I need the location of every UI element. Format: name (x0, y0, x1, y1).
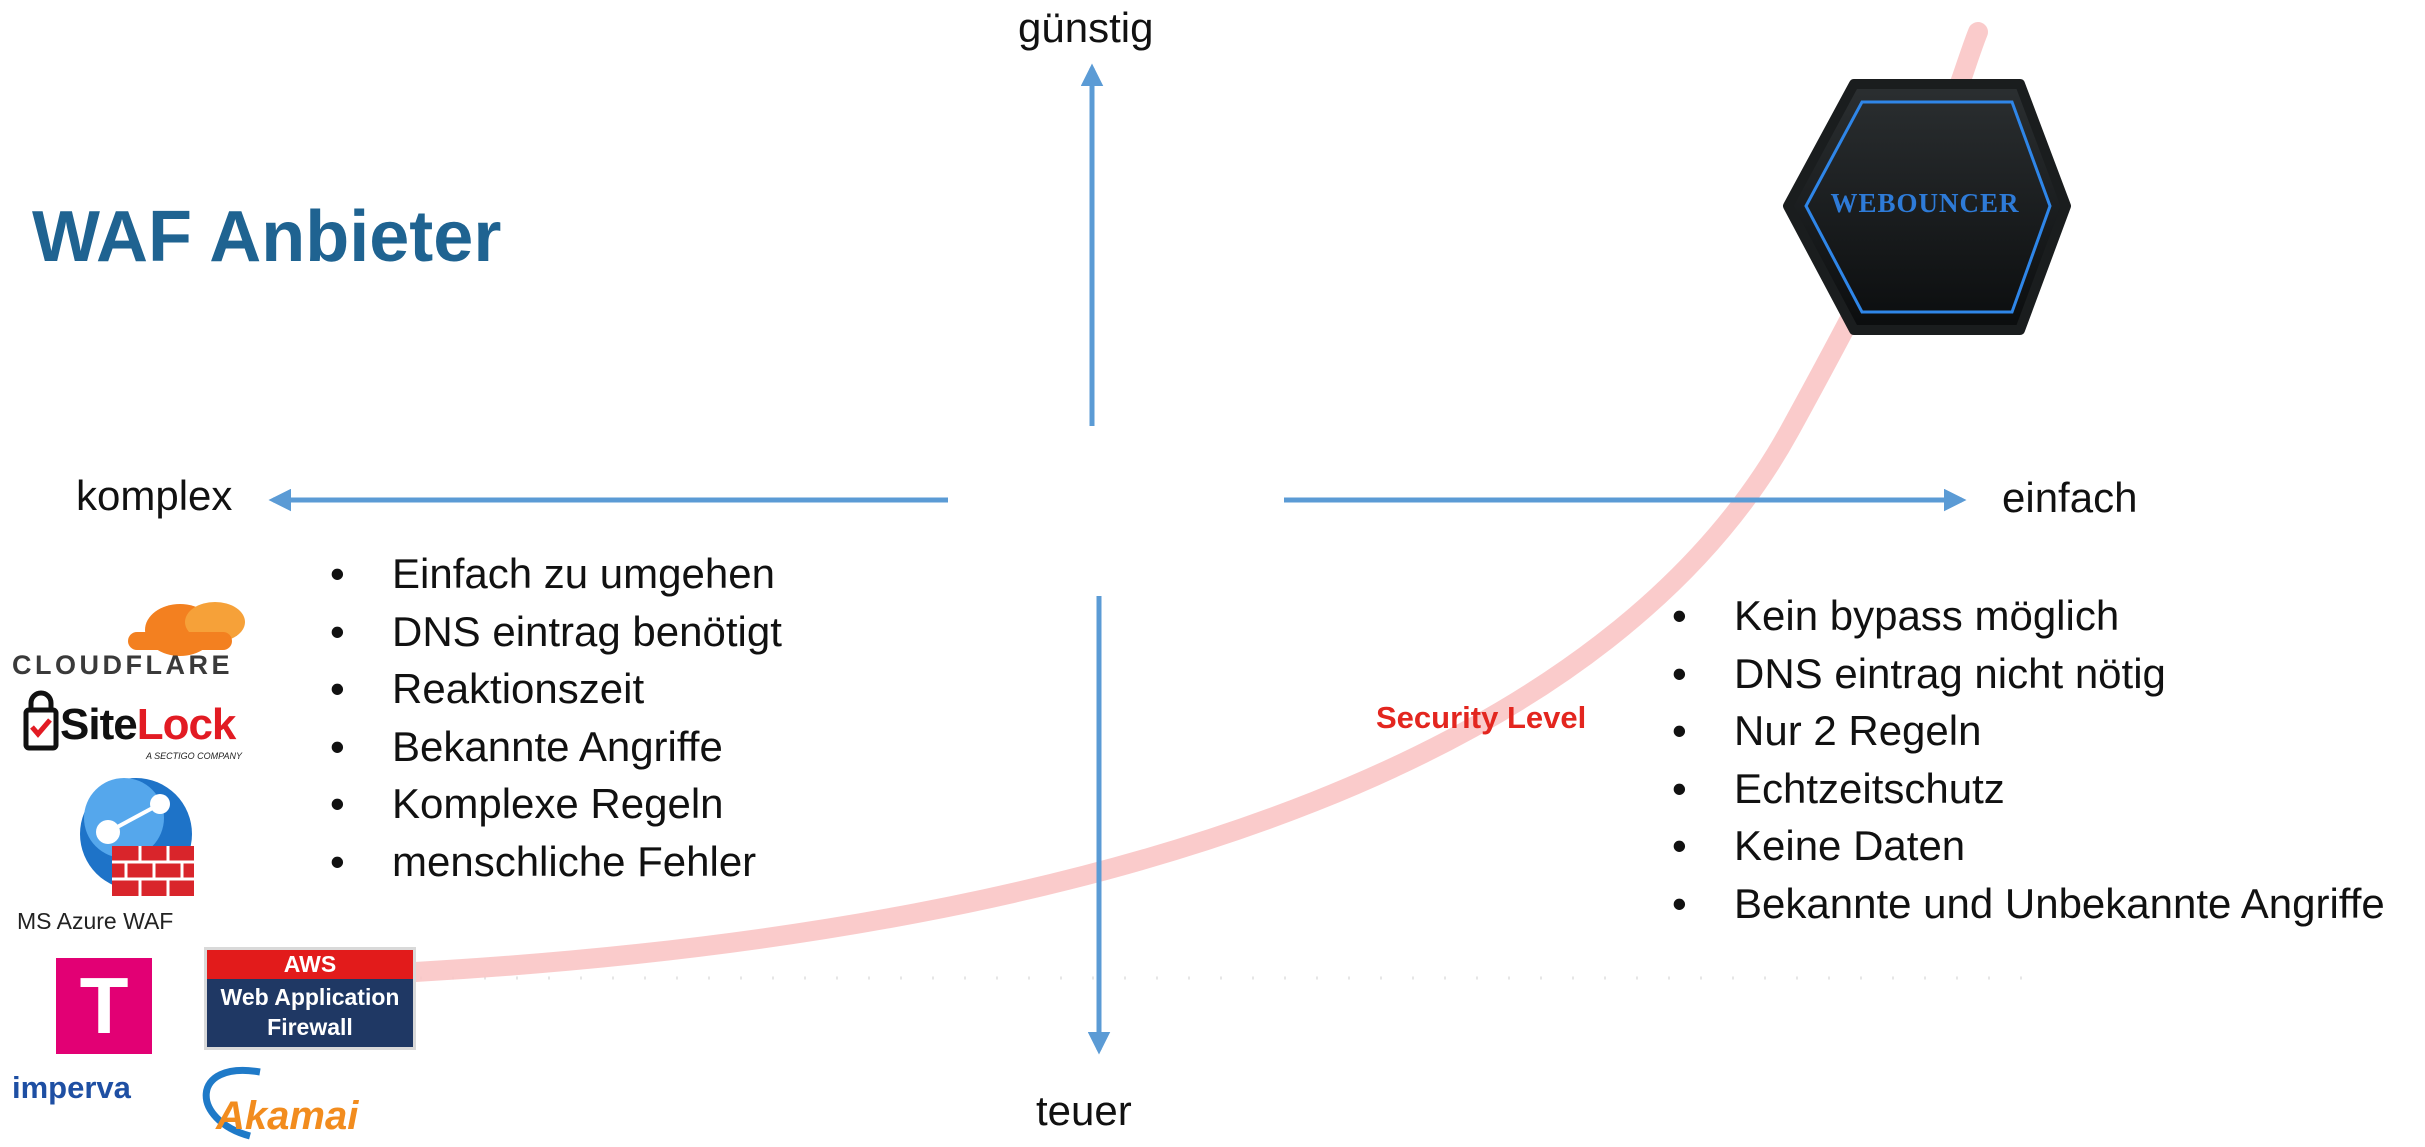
cloudflare-logo: CLOUDFLARE (12, 650, 233, 680)
sitelock-lock: Lock (136, 700, 237, 749)
list-item: Keine Daten (1672, 817, 2385, 875)
list-item: Bekannte und Unbekannte Angriffe (1672, 875, 2385, 933)
aws-line-1: Web Application (220, 984, 400, 1010)
imperva-logo: imperva (12, 1070, 131, 1105)
akamai-logo: Akamai (216, 1094, 359, 1138)
aws-waf-logo: AWS Web Application Firewall (204, 947, 416, 1050)
axis-label-top: günstig (1018, 4, 1154, 51)
list-item: Einfach zu umgehen (330, 545, 782, 603)
aws-label: AWS (207, 950, 413, 979)
list-item: Komplexe Regeln (330, 775, 782, 833)
sitelock-logo: SiteLock (60, 700, 237, 750)
list-item: Echtzeitschutz (1672, 760, 2385, 818)
left-bullet-list: Einfach zu umgehen DNS eintrag benötigt … (330, 545, 782, 890)
list-item: Kein bypass möglich (1672, 587, 2385, 645)
aws-line-2: Firewall (267, 1014, 353, 1040)
axis-label-bottom: teuer (1036, 1087, 1132, 1134)
list-item: DNS eintrag nicht nötig (1672, 645, 2385, 703)
webouncer-logo: WEBOUNCER (1830, 188, 2020, 218)
page-title: WAF Anbieter (32, 197, 502, 277)
telekom-t: T (79, 961, 129, 1050)
telekom-logo: T (56, 958, 152, 1054)
sitelock-subtitle: A SECTIGO COMPANY (146, 751, 243, 761)
list-item: menschliche Fehler (330, 833, 782, 891)
akamai-swoosh-icon (202, 1066, 261, 1140)
axis-label-right: einfach (2002, 474, 2138, 521)
list-item: Bekannte Angriffe (330, 718, 782, 776)
security-level-label: Security Level (1376, 700, 1587, 735)
right-bullet-list: Kein bypass möglich DNS eintrag nicht nö… (1672, 587, 2385, 932)
axis-label-left: komplex (76, 472, 233, 519)
list-item: DNS eintrag benötigt (330, 603, 782, 661)
sitelock-site: Site (60, 700, 138, 749)
cloudflare-logo-icon (128, 602, 245, 656)
list-item: Nur 2 Regeln (1672, 702, 2385, 760)
azure-waf-caption: MS Azure WAF (17, 908, 174, 934)
webouncer-logo-icon (1783, 79, 2071, 335)
azure-waf-logo-icon (80, 778, 194, 896)
sitelock-logo-icon (23, 690, 59, 751)
list-item: Reaktionszeit (330, 660, 782, 718)
